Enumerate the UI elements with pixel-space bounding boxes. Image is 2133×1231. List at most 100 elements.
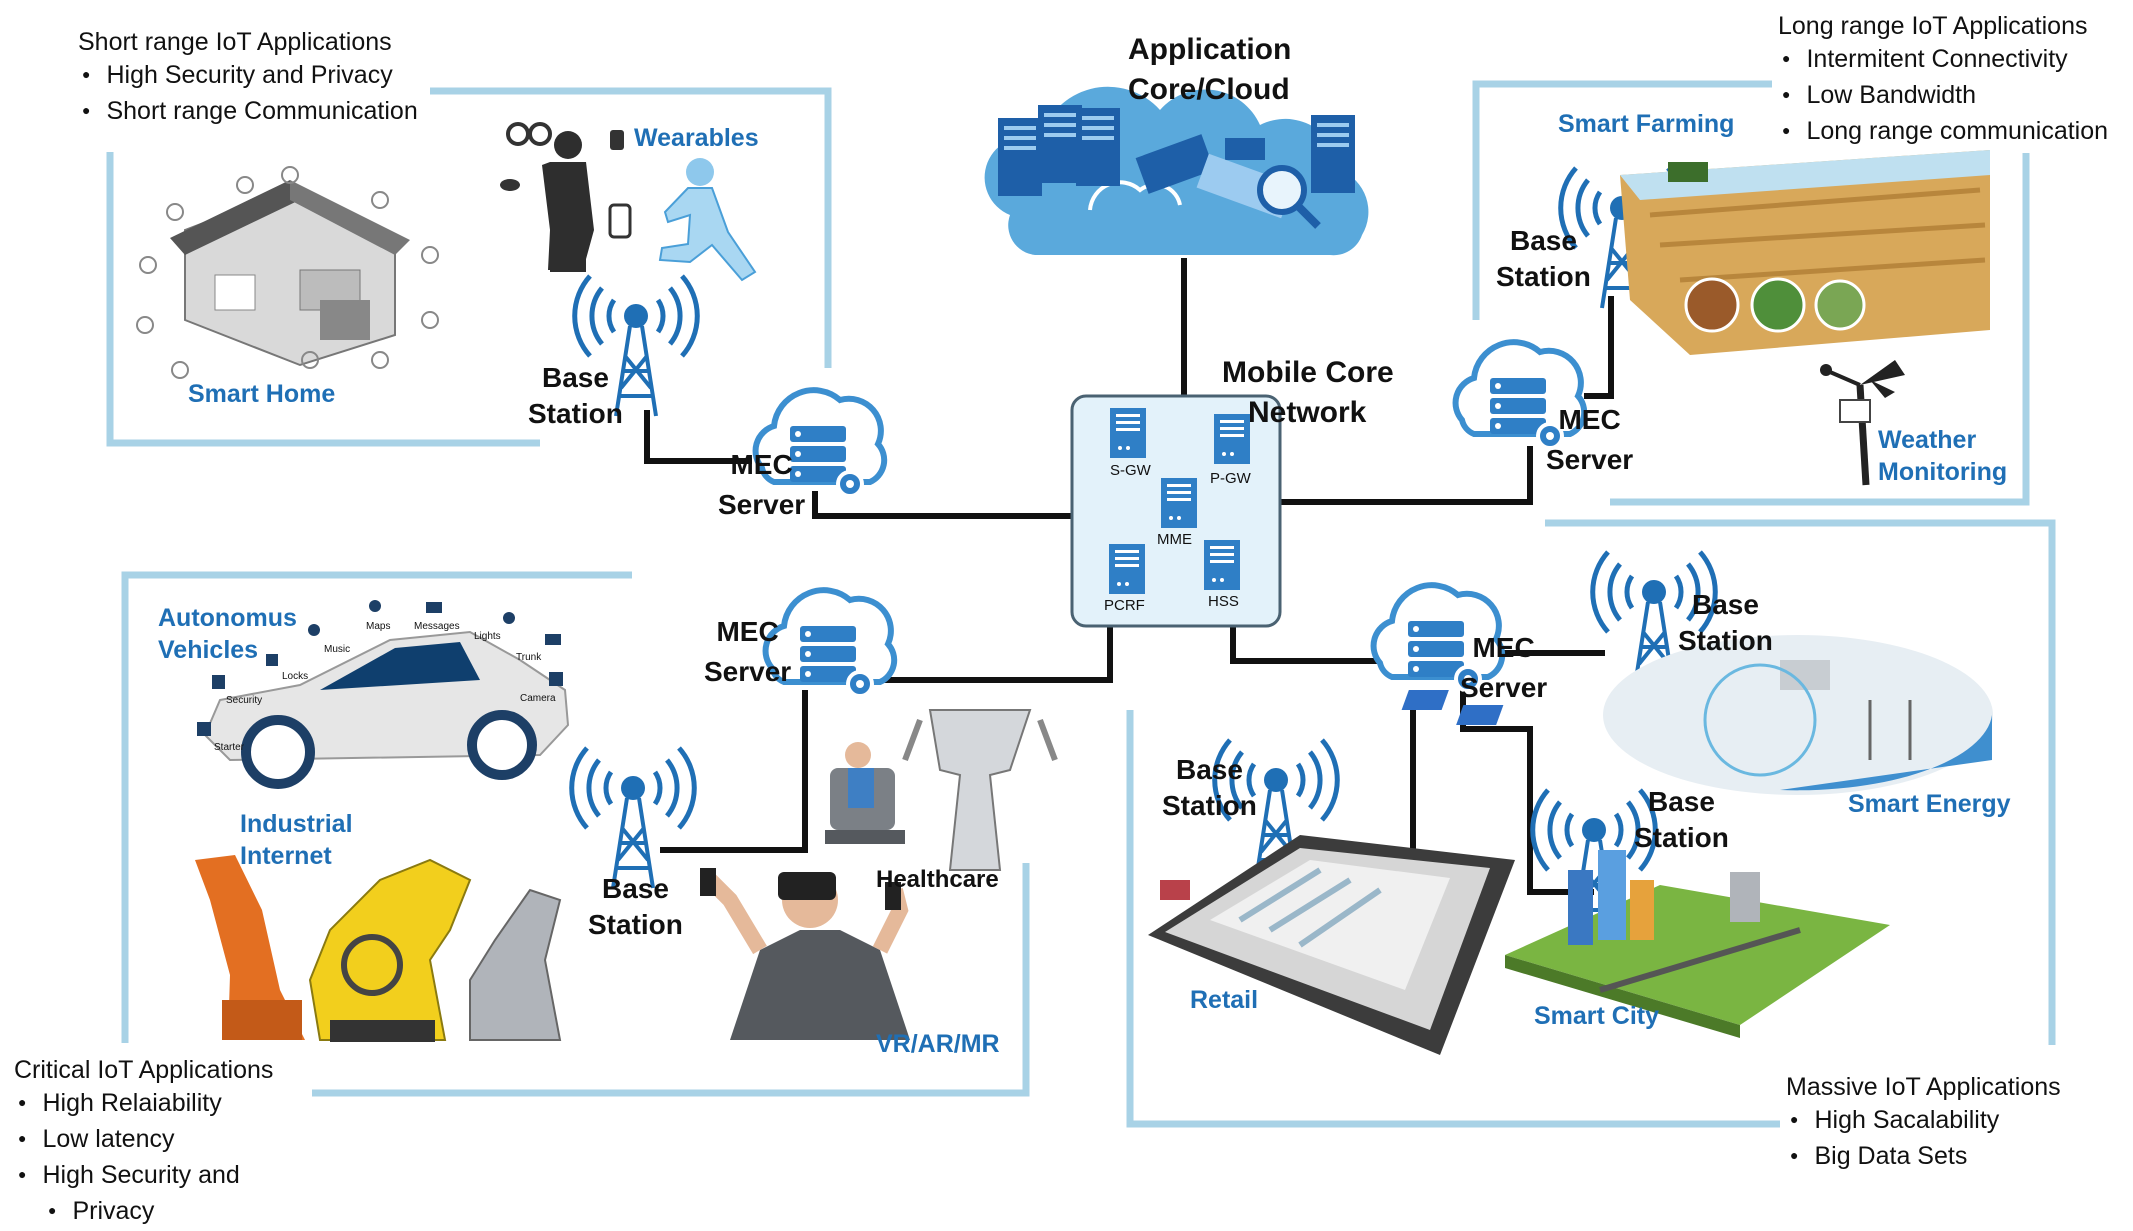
note-critical-item: High Security and [14, 1159, 273, 1195]
car-feature-icons [197, 600, 563, 736]
mobile-core-network [1070, 394, 1282, 628]
label-industrial-internet: Industrial Internet [240, 808, 353, 872]
retail-illustration [1148, 835, 1515, 1055]
messages-icon [426, 602, 442, 613]
label-retail: Retail [1190, 986, 1259, 1014]
label-smart-farming: Smart Farming [1558, 110, 1735, 138]
base-station-label-retail: Base Station [1162, 752, 1257, 824]
note-long-range-item: Long range communication [1778, 115, 2108, 151]
note-short-range-item: High Security and Privacy [78, 59, 418, 95]
base-station-icon-vehicles [572, 748, 695, 888]
core-node-mme: MME [1157, 531, 1192, 548]
security-icon [212, 675, 225, 689]
frame-critical [121, 571, 632, 1043]
car-feature-label-camera: Camera [520, 693, 556, 704]
core-title-line1: Mobile Core [1222, 356, 1394, 389]
car-feature-label-maps: Maps [366, 621, 391, 632]
cloud-title-line2: Core/Cloud [1128, 73, 1290, 106]
smart-city-illustration [1505, 850, 1890, 1038]
mec-label-line1: MEC [716, 616, 779, 647]
frame-massive [1126, 710, 1780, 1128]
label-industrial-line2: Internet [240, 842, 332, 870]
weather-station-illustration [1820, 360, 1905, 486]
vr-user-illustration [700, 868, 910, 1040]
frame-long-range-top [1472, 80, 1772, 320]
smart-farming-illustration [1620, 150, 1990, 355]
wearables-illustration [500, 122, 757, 282]
maps-icon [369, 600, 381, 612]
cloud-title: Application Core/Cloud [1128, 30, 1291, 110]
autonomous-vehicle-illustration [203, 630, 570, 789]
mec-label-line2: Server [718, 489, 806, 520]
mec-server-label-top-left: MEC Server [718, 445, 805, 525]
label-smart-energy: Smart Energy [1848, 790, 2011, 818]
note-long-range-item: Intermitent Connectivity [1778, 43, 2108, 79]
note-massive-item: High Sacalability [1786, 1104, 2061, 1140]
base-label-line1: Base [1647, 786, 1715, 817]
industrial-robots-illustration [195, 855, 562, 1042]
note-short-range-title: Short range IoT Applications [78, 28, 392, 56]
core-node-hss: HSS [1208, 593, 1239, 610]
base-label-line1: Base [1175, 754, 1243, 785]
frame-critical-bottom [312, 863, 1030, 1097]
frame-long-range-right [1610, 153, 2030, 506]
label-weather-monitoring: Weather Monitoring [1878, 424, 2007, 488]
base-station-label-home: Base Station [528, 360, 623, 432]
link-core-mec-bottom-left [856, 626, 1113, 683]
note-critical-item: Privacy [14, 1195, 273, 1231]
smart-energy-illustration [1401, 635, 1993, 795]
base-label-line1: Base [601, 873, 669, 904]
note-massive: Massive IoT Applications High Sacalabili… [1786, 1071, 2061, 1176]
label-autonomous-line1: Autonomus [158, 604, 297, 632]
server-icon-pcrf [1109, 544, 1145, 594]
core-title-line2: Network [1248, 396, 1367, 429]
mec-label-line2: Server [1546, 444, 1634, 475]
label-weather-line2: Monitoring [1878, 458, 2008, 486]
link-core-mec-top-left [812, 491, 1072, 519]
mec-label-line1: MEC [1472, 632, 1535, 663]
note-long-range: Long range IoT Applications Intermitent … [1778, 10, 2108, 151]
link-bs-mec-bottom-left [660, 690, 808, 853]
mec-server-label-top-right: MEC Server [1546, 400, 1633, 480]
base-label-line2: Station [1678, 625, 1773, 656]
mec-server-label-bottom-right: MEC Server [1460, 628, 1547, 708]
car-feature-label-locks: Locks [282, 671, 309, 682]
base-label-line2: Station [528, 398, 623, 429]
label-smart-city: Smart City [1534, 1002, 1660, 1030]
server-icon-sgw [1110, 408, 1146, 458]
base-label-line1: Base [1691, 589, 1759, 620]
mec-server-label-bottom-left: MEC Server [704, 612, 791, 692]
note-long-range-title: Long range IoT Applications [1778, 12, 2088, 40]
car-feature-label-messages: Messages [414, 621, 460, 632]
mec-label-line1: MEC [1558, 404, 1621, 435]
server-icon-hss [1204, 540, 1240, 590]
link-core-mec-top-right [1280, 446, 1533, 505]
car-feature-label-music: Music [324, 644, 351, 655]
base-label-line2: Station [588, 909, 683, 940]
note-massive-item: Big Data Sets [1786, 1140, 2061, 1176]
magnifier-icon [1257, 165, 1307, 215]
base-station-label-farming: Base Station [1496, 223, 1591, 295]
note-short-range-item: Short range Communication [78, 95, 417, 131]
cloud-title-line1: Application [1128, 33, 1292, 66]
healthcare-illustration [825, 709, 1058, 871]
base-station-label-energy: Base Station [1678, 587, 1773, 659]
locks-icon [266, 654, 278, 666]
note-critical: Critical IoT Applications High Relaiabil… [14, 1054, 273, 1231]
server-icon-mme [1161, 478, 1197, 528]
base-station-label-vehicles: Base Station [588, 871, 683, 943]
label-industrial-line1: Industrial [240, 810, 353, 838]
frame-massive-right [1545, 519, 2056, 1045]
label-vr-ar-mr: VR/AR/MR [876, 1030, 1000, 1058]
base-label-line1: Base [541, 362, 609, 393]
core-node-pgw: P-GW [1210, 470, 1251, 487]
lights-icon [503, 612, 515, 624]
frame-short-range [430, 87, 832, 368]
label-smart-home: Smart Home [188, 380, 336, 408]
region-frames [106, 80, 2056, 1128]
note-long-range-item: Low Bandwidth [1778, 79, 2108, 115]
car-feature-label-starter: Starter [214, 742, 245, 753]
base-label-line1: Base [1509, 225, 1577, 256]
core-title: Mobile Core Network [1222, 353, 1394, 433]
